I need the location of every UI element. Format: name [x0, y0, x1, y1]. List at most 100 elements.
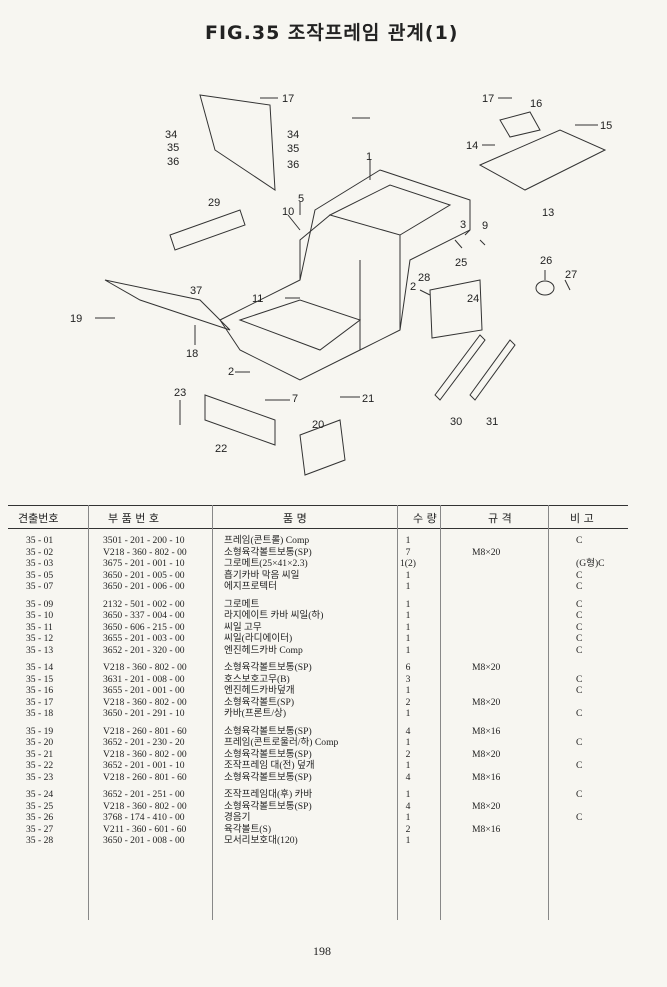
cell-note: C: [576, 812, 583, 823]
cell-part: 3652 - 201 - 230 - 20: [103, 737, 185, 748]
cell-qty: 6: [405, 662, 411, 673]
control-frame: [219, 169, 471, 381]
cell-no: 35 - 11: [26, 621, 53, 633]
upper-bracket: [199, 94, 276, 191]
cell-name: 소형육각볼트(SP): [224, 696, 295, 708]
cell-name: 조작프레임 대(전) 덮개: [224, 760, 315, 771]
cell-name: 소형육각볼트보통(SP): [224, 771, 312, 783]
cell-part: 3650 - 606 - 215 - 00: [103, 621, 185, 633]
horn-26: [535, 280, 555, 296]
header-note: 비 고: [570, 512, 594, 525]
figure-title: FIG.35 조작프레임 관계(1): [205, 22, 459, 44]
cell-part: 3652 - 201 - 251 - 00: [103, 789, 185, 800]
cell-part: 3631 - 201 - 008 - 00: [103, 673, 185, 685]
cell-no: 35 - 19: [26, 725, 54, 737]
page-number: 198: [313, 944, 331, 958]
cell-spec: M8×20: [472, 748, 501, 760]
cell-spec: M8×20: [472, 546, 501, 558]
callout-17a: 17: [282, 93, 294, 105]
cell-part: V218 - 360 - 802 - 00: [103, 800, 187, 812]
cell-no: 35 - 16: [26, 685, 54, 696]
cell-part: V218 - 360 - 802 - 00: [103, 696, 187, 708]
cell-part: 3650 - 201 - 006 - 00: [103, 581, 185, 592]
callout-18: 18: [186, 348, 198, 360]
cell-qty: 7: [405, 546, 411, 558]
callout-2b: 2: [228, 366, 234, 378]
cell-name: 씨일 고무: [224, 621, 262, 633]
cell-part: 3650 - 337 - 004 - 00: [103, 610, 185, 621]
cell-qty: 1: [405, 789, 411, 800]
cell-name: 육각볼트(S): [224, 823, 272, 835]
callout-3: 3: [460, 219, 466, 231]
cell-no: 35 - 25: [26, 800, 54, 812]
callout-23: 23: [174, 387, 186, 399]
cell-part: 3652 - 201 - 001 - 10: [103, 760, 185, 771]
cell-qty: 1(2): [400, 558, 416, 569]
callout-27: 27: [565, 269, 577, 281]
callout-16: 16: [530, 98, 542, 110]
callout-30: 30: [450, 416, 462, 428]
callout-10: 10: [282, 206, 294, 218]
cell-name: 흡기카바 막음 씨일: [224, 569, 300, 581]
callout-9: 9: [482, 220, 488, 232]
cell-name: 에지프로텍터: [224, 581, 277, 592]
cell-qty: 4: [405, 725, 411, 737]
callout-11: 11: [252, 293, 263, 305]
cell-no: 35 - 14: [26, 662, 54, 673]
callout-14: 14: [466, 140, 478, 152]
cell-name: 라지에이트 카바 씨일(하): [224, 610, 324, 621]
cell-spec: M8×16: [472, 823, 501, 835]
cell-no: 35 - 09: [26, 598, 54, 610]
callout-36a: 36: [167, 156, 179, 168]
cell-part: V218 - 360 - 802 - 00: [103, 546, 187, 558]
lower-frame-20: [299, 419, 346, 476]
cell-qty: 2: [405, 823, 411, 835]
cell-qty: 1: [405, 581, 411, 592]
callout-17b: 17: [482, 93, 494, 105]
cell-no: 35 - 02: [26, 546, 54, 558]
cell-note: C: [576, 789, 583, 800]
cell-note: C: [576, 737, 583, 748]
header-spec: 규 격: [488, 512, 512, 525]
cell-qty: 1: [405, 621, 411, 633]
cell-name: 엔진헤드카바덮개: [224, 685, 295, 696]
cell-qty: 1: [405, 633, 411, 644]
cell-qty: 2: [405, 696, 411, 708]
cell-qty: 1: [405, 685, 411, 696]
cell-qty: 1: [405, 569, 411, 581]
header-name: 품 명: [283, 512, 307, 525]
cell-qty: 1: [405, 610, 411, 621]
cell-qty: 1: [405, 598, 411, 610]
cell-name: 모서리보호대(120): [224, 835, 298, 846]
callout-24: 24: [467, 293, 479, 305]
cell-qty: 1: [405, 737, 411, 748]
cell-note: C: [576, 760, 583, 771]
cell-name: 경음기: [224, 812, 251, 823]
cell-name: 조작프레임대(후) 카바: [224, 789, 313, 800]
cell-spec: M8×16: [472, 771, 501, 783]
callout-34a: 34: [165, 129, 177, 141]
callout-29: 29: [208, 197, 220, 209]
cell-part: 3650 - 201 - 291 - 10: [103, 708, 185, 719]
cell-no: 35 - 07: [26, 581, 54, 592]
cell-no: 35 - 15: [26, 673, 54, 685]
cell-part: 3675 - 201 - 001 - 10: [103, 558, 185, 569]
cell-qty: 1: [405, 812, 411, 823]
cell-part: 3652 - 201 - 320 - 00: [103, 644, 185, 656]
cell-qty: 3: [405, 673, 411, 685]
cell-spec: M8×20: [472, 800, 501, 812]
